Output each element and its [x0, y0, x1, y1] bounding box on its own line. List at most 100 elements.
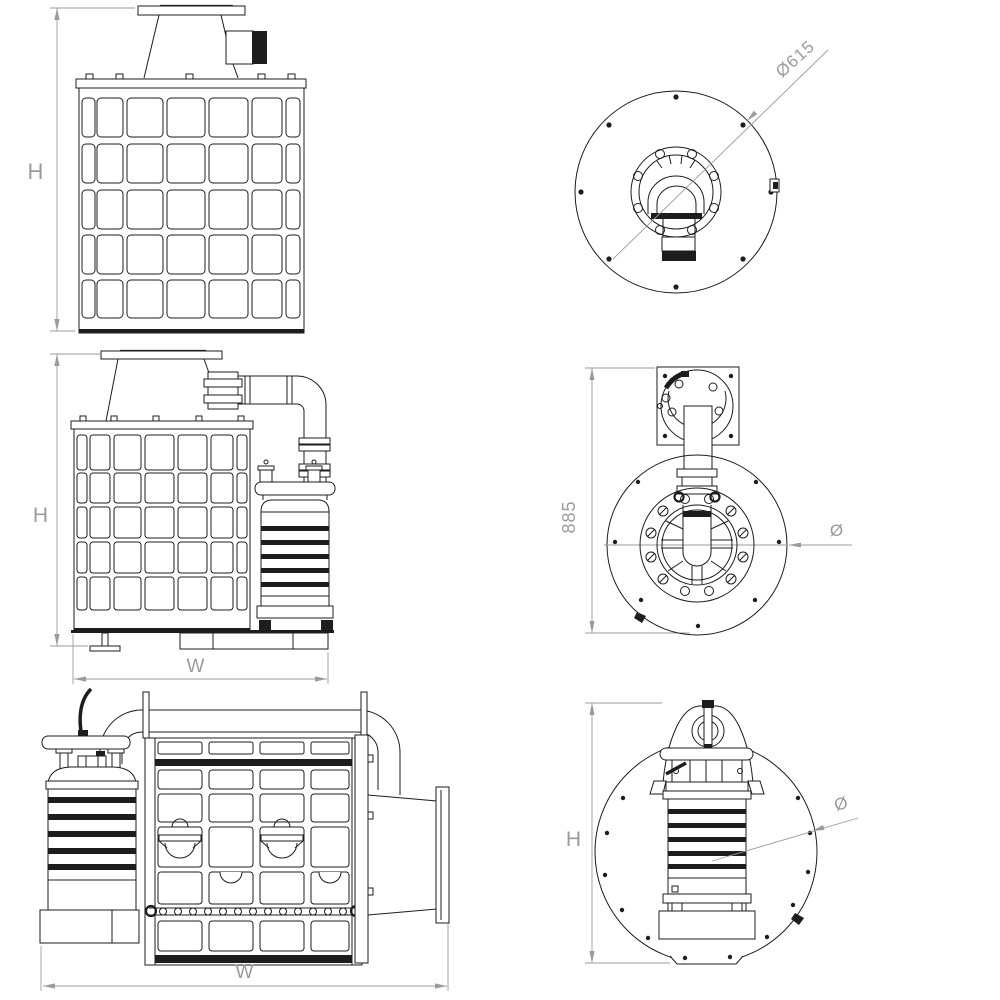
cage-opening	[177, 506, 208, 539]
discharge-cone-front	[137, 4, 267, 79]
bottom-notch-mask	[672, 950, 742, 966]
cage-opening	[310, 826, 350, 868]
cage-opening	[126, 189, 164, 230]
filter-cage-front	[75, 73, 307, 334]
cage-opening	[76, 506, 88, 539]
cage-opening	[310, 741, 350, 755]
cage-opening	[76, 472, 88, 504]
center-flange-rear	[639, 487, 755, 603]
cage-opening	[208, 826, 254, 868]
cage-opening	[157, 769, 203, 790]
cage-dome-detail-2	[260, 818, 304, 859]
cage-opening	[259, 769, 305, 790]
cage-opening	[89, 434, 111, 471]
view-rear-plan: 885	[559, 366, 852, 636]
dim-label-height-rear: 885	[559, 500, 579, 533]
cage-opening	[210, 541, 234, 574]
cage-opening	[285, 97, 301, 138]
cage-opening	[96, 279, 124, 319]
anode-tab-rear	[634, 612, 646, 623]
cage-opening	[96, 143, 124, 184]
cage-opening	[166, 279, 206, 319]
cage-opening	[310, 793, 350, 823]
filter-cage-side	[70, 415, 254, 633]
cage-opening	[177, 434, 208, 471]
cage-notch-1	[219, 871, 243, 884]
cage-opening	[251, 279, 283, 319]
cage-opening	[285, 189, 301, 230]
cage-opening	[157, 920, 203, 952]
cage-opening	[251, 189, 283, 230]
dimension-height-end: H	[566, 702, 670, 964]
center-flange-top	[630, 146, 722, 261]
cage-opening	[113, 576, 142, 611]
cage-opening	[208, 234, 249, 275]
cage-opening	[157, 826, 203, 868]
view-plan-top: Ø615	[574, 37, 829, 294]
cage-opening	[236, 506, 248, 539]
pump-top-frame-end	[665, 759, 743, 783]
cage-opening	[285, 234, 301, 275]
perimeter-bolts-top	[578, 94, 774, 290]
dimension-diameter-top: Ø615	[612, 37, 829, 260]
cage-opening	[81, 97, 96, 138]
view-side-elevation-pump: H W	[33, 349, 336, 684]
bottom-notch	[669, 955, 744, 965]
cage-opening	[259, 920, 305, 952]
cage-opening	[166, 189, 206, 230]
cage-opening	[251, 97, 283, 138]
view-front-elevation: H	[28, 4, 307, 334]
dim-label-width-side: W	[187, 656, 206, 677]
dimension-height-side: H	[33, 353, 100, 647]
view-end-elevation: H Ø	[566, 700, 859, 966]
cage-opening	[144, 434, 175, 471]
cage-opening	[208, 741, 254, 755]
cage-opening	[113, 434, 142, 471]
base-frame-side	[71, 630, 334, 652]
cage-opening	[251, 143, 283, 184]
pump-handle-end	[659, 747, 754, 761]
pump-body-end	[658, 781, 756, 940]
power-cable	[78, 687, 93, 738]
cage-grid-full	[157, 769, 350, 952]
pump-handle-side	[254, 481, 336, 496]
cage-opening	[208, 143, 249, 184]
perimeter-bolts-end	[602, 795, 813, 961]
cage-opening	[157, 793, 203, 823]
cage-opening	[210, 472, 234, 504]
cage-opening	[285, 279, 301, 319]
cage-opening	[76, 541, 88, 574]
cage-opening	[310, 769, 350, 790]
cage-opening	[89, 541, 111, 574]
cage-opening	[208, 279, 249, 319]
dim-label-height-side: H	[33, 504, 49, 527]
dim-label-diameter-rear: Ø	[830, 521, 844, 540]
pump-side	[254, 459, 336, 631]
discharge-cone-full	[354, 734, 450, 964]
cage-grid-side	[76, 434, 248, 611]
cage-opening	[236, 434, 248, 471]
cage-post-left	[142, 691, 150, 739]
riser-pipe-rear	[676, 405, 718, 495]
pump-full	[39, 687, 140, 944]
cage-rod	[144, 904, 363, 918]
piping-full	[99, 709, 401, 795]
cage-opening	[76, 576, 88, 611]
cage-opening	[166, 234, 206, 275]
cage-opening	[166, 97, 206, 138]
cage-opening	[126, 143, 164, 184]
cage-opening	[177, 576, 208, 611]
cage-dome-detail-1	[158, 818, 202, 859]
cage-opening	[113, 472, 142, 504]
cage-outline-top	[574, 90, 778, 294]
cage-opening	[208, 97, 249, 138]
cage-opening	[259, 793, 305, 823]
filter-cage-full	[144, 737, 363, 966]
cage-opening	[113, 506, 142, 539]
cage-opening	[126, 234, 164, 275]
cage-opening	[81, 234, 96, 275]
cage-opening	[208, 189, 249, 230]
cage-opening	[96, 97, 124, 138]
cage-opening	[259, 871, 305, 905]
